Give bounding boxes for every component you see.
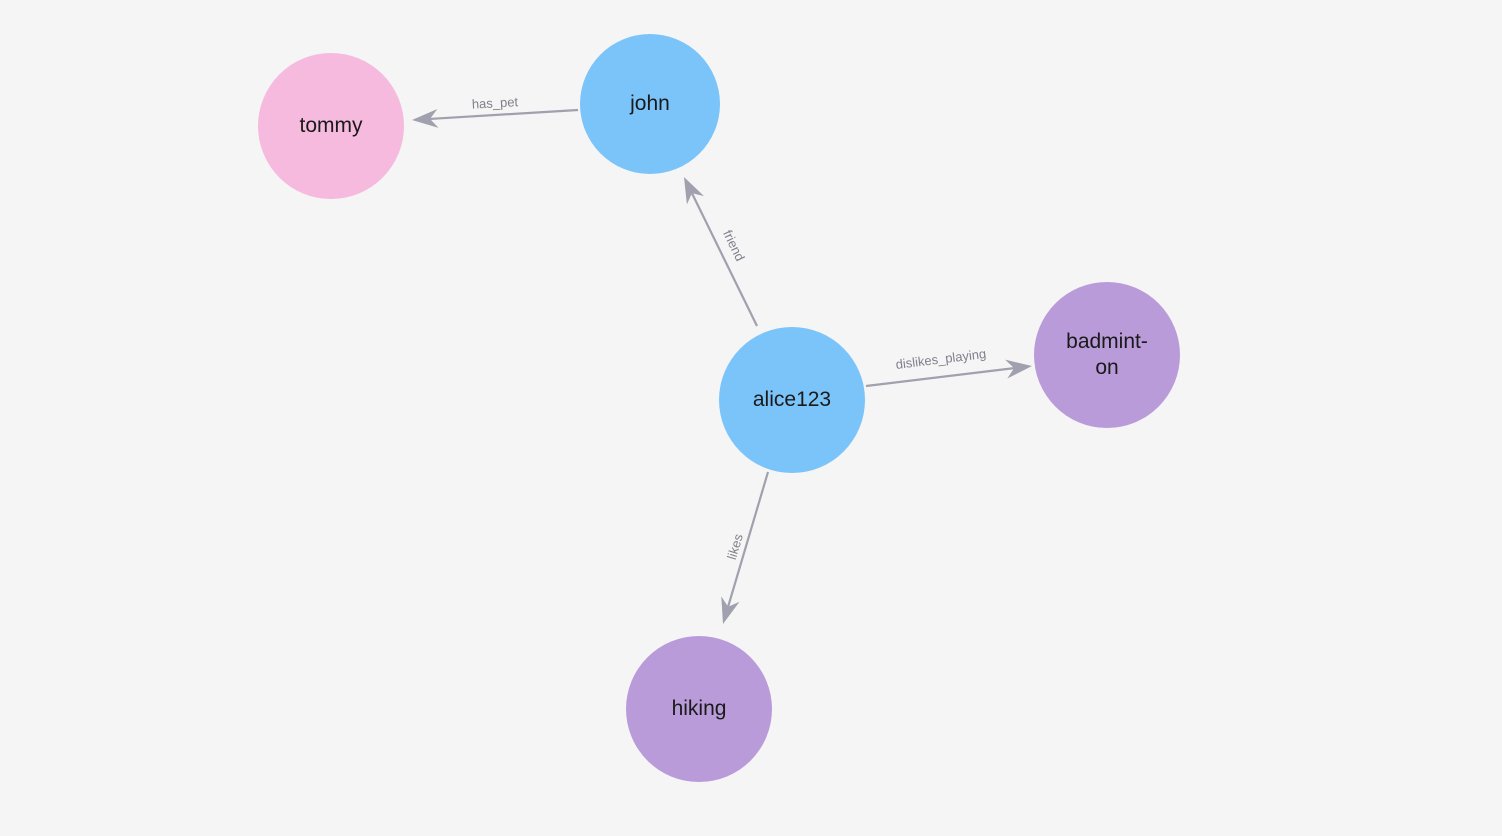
graph-node-john[interactable]: john [580, 34, 720, 174]
graph-node-hiking[interactable]: hiking [626, 636, 772, 782]
graph-edge[interactable]: has_pet [412, 94, 579, 128]
edge-arrowhead [721, 596, 740, 624]
edge-label: dislikes_playing [895, 346, 987, 372]
edge-line [727, 471, 770, 608]
graph-node-alice123[interactable]: alice123 [719, 327, 865, 473]
graph-edge[interactable]: dislikes_playing [865, 346, 1032, 388]
node-circle[interactable] [258, 53, 404, 199]
nodes-layer: tommy john alice123 badmint-on hiking [258, 34, 1180, 782]
graph-edge[interactable]: friend [684, 177, 758, 327]
edge-line [690, 192, 758, 327]
graph-node-tommy[interactable]: tommy [258, 53, 404, 199]
edge-arrowhead [412, 108, 439, 128]
graph-edge[interactable]: likes [721, 471, 770, 624]
edge-arrowhead [684, 177, 704, 205]
node-circle[interactable] [626, 636, 772, 782]
node-circle[interactable] [719, 327, 865, 473]
edge-line [865, 367, 1015, 388]
edge-line [429, 108, 579, 121]
graph-node-badminton[interactable]: badmint-on [1034, 282, 1180, 428]
edge-arrowhead [1005, 359, 1032, 379]
edge-label: has_pet [471, 94, 518, 111]
node-circle[interactable] [1034, 282, 1180, 428]
node-circle[interactable] [580, 34, 720, 174]
